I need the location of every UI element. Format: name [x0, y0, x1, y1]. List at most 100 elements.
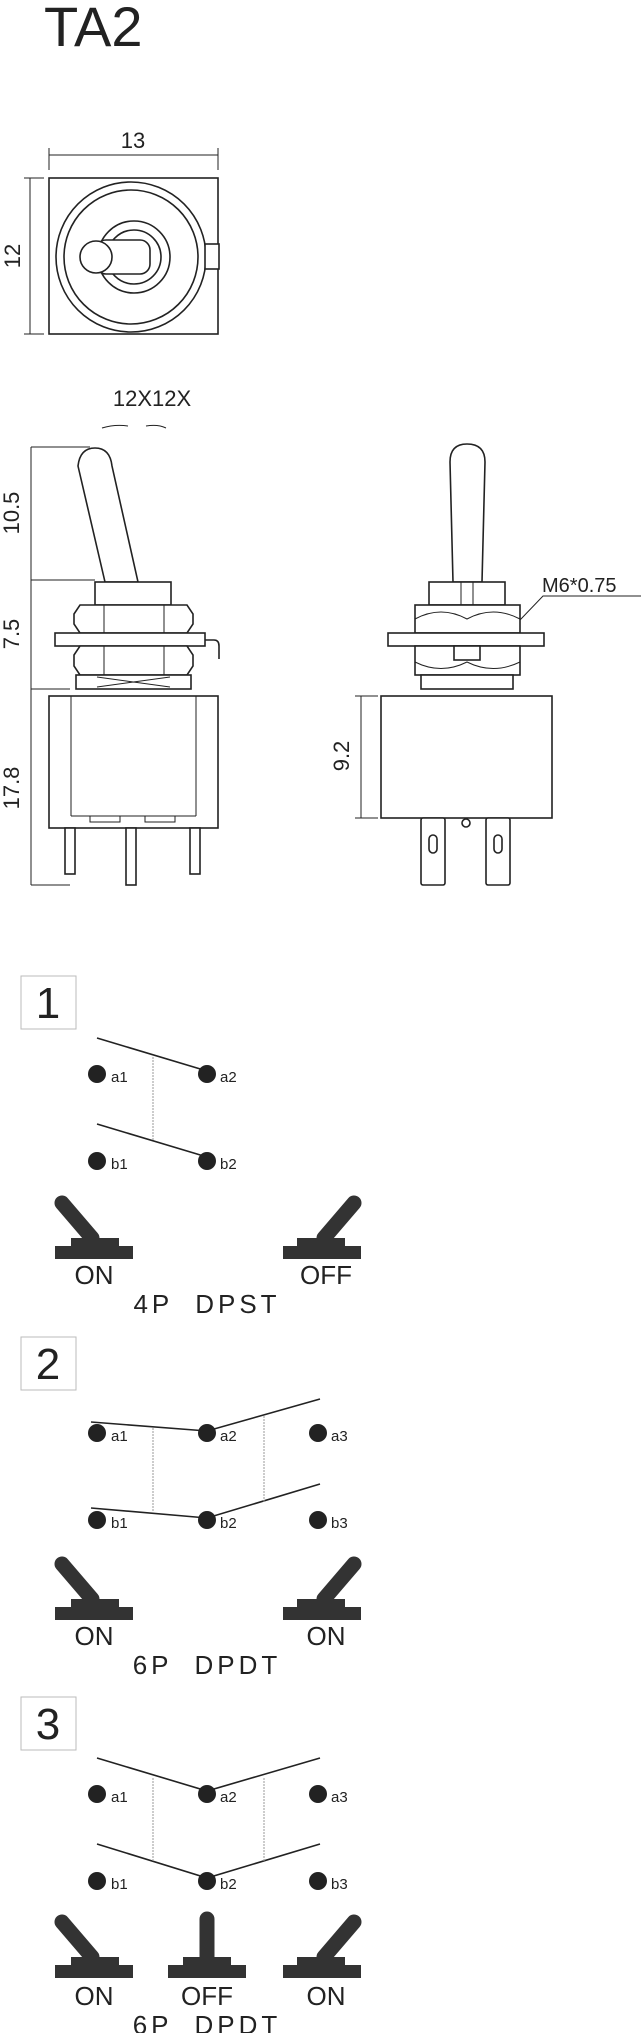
section-number: 1 [36, 979, 60, 1028]
section-2-dpdt: 2 a1 a2 a3 b1 b2 b3 ON ON 6P DPDT [20, 1336, 362, 1680]
thread-label: M6*0.75 [542, 575, 617, 597]
terminal-dot [198, 1424, 216, 1442]
bushing-height-label: 7.5 [0, 619, 24, 650]
section-number-box [20, 975, 77, 1030]
section-number-box [20, 1336, 77, 1391]
terminal-dot [198, 1785, 216, 1803]
pin [125, 827, 137, 886]
terminal-dot [198, 1152, 216, 1170]
contact-line-a [96, 1037, 208, 1072]
terminal-label: b1 [111, 1515, 128, 1532]
terminal-label: a2 [220, 1069, 237, 1086]
terminal-label: b2 [220, 1876, 237, 1893]
bushing [94, 581, 172, 606]
nut-face [414, 611, 521, 620]
terminal-dot [309, 1872, 327, 1890]
terminal [485, 817, 511, 886]
thread-leader-line [519, 595, 641, 621]
position-label: ON [307, 1981, 346, 2011]
lever-height-label: 10.5 [0, 492, 24, 535]
terminal-hole [493, 834, 503, 854]
terminal-label: a2 [220, 1428, 237, 1445]
section-3-dpdt-center-off: 3 a1 a2 a3 b1 b2 b3 ON OFF ON 6P DPDT [20, 1696, 362, 2033]
terminal-dot [88, 1424, 106, 1442]
tab [204, 243, 220, 270]
lever [77, 447, 139, 583]
inner-ring [63, 189, 199, 325]
nub [461, 818, 471, 828]
terminal-dot [198, 1872, 216, 1890]
position-label: ON [75, 1260, 114, 1290]
toggle-off-right-icon [283, 1195, 362, 1259]
terminal-dot [198, 1065, 216, 1083]
pin [189, 827, 201, 875]
terminal-label: b3 [331, 1515, 348, 1532]
section-number-box [20, 1696, 77, 1751]
terminal-dot [88, 1872, 106, 1890]
toggle-on-left-icon [54, 1195, 133, 1259]
toggle-on-right-icon [283, 1556, 362, 1620]
terminal-hole [428, 834, 438, 854]
contact-line-b [96, 1123, 208, 1158]
washer [387, 632, 545, 647]
terminal-dot [309, 1424, 327, 1442]
terminal-dot [88, 1785, 106, 1803]
position-label: ON [75, 1621, 114, 1651]
position-label: ON [75, 1981, 114, 2011]
terminal-label: b3 [331, 1876, 348, 1893]
body [48, 695, 219, 829]
terminal-dot [88, 1511, 106, 1529]
nut-bottom [73, 645, 194, 676]
toggle-off-center-icon [168, 1911, 246, 1978]
width-label: 13 [121, 128, 145, 153]
angle-label: 12X12X [113, 386, 192, 411]
angle-arc [101, 424, 167, 429]
terminal-label: a2 [220, 1789, 237, 1806]
bushing [428, 581, 506, 606]
nut-face [414, 661, 521, 669]
switch-type: 4P DPST [133, 1289, 280, 1319]
terminal-dot [309, 1785, 327, 1803]
side-view: 12X12X 10.5 7.5 17.8 [0, 386, 220, 886]
toggle-on-left-icon [54, 1914, 133, 1978]
terminal-label: a1 [111, 1428, 128, 1445]
pin [64, 827, 76, 875]
terminal-label: b1 [111, 1876, 128, 1893]
body-height-label: 9.2 [329, 741, 354, 772]
terminal-dot [88, 1152, 106, 1170]
position-label: ON [307, 1621, 346, 1651]
body [380, 695, 553, 819]
toggle-on-left-icon [54, 1556, 133, 1620]
terminal-label: b1 [111, 1156, 128, 1173]
position-label: OFF [181, 1981, 233, 2011]
section-1-dpst: 1 a1 a2 b1 b2 ON OFF 4P DPST [20, 975, 362, 1319]
ring [420, 674, 514, 690]
terminal-label: a1 [111, 1069, 128, 1086]
terminal-dot [198, 1511, 216, 1529]
terminal-dot [88, 1065, 106, 1083]
switch-type: 6P DPDT [133, 1650, 282, 1680]
washer [54, 632, 206, 647]
terminal-dot [309, 1511, 327, 1529]
terminal-label: a3 [331, 1428, 348, 1445]
terminal-label: a3 [331, 1789, 348, 1806]
switch-type: 6P DPDT [133, 2010, 282, 2033]
terminal [420, 817, 446, 886]
section-number: 2 [36, 1340, 60, 1389]
lever [449, 443, 486, 583]
section-number: 3 [36, 1700, 60, 1749]
lever-knob [79, 240, 113, 274]
height-label: 12 [0, 244, 25, 268]
body-height-label: 17.8 [0, 767, 24, 810]
washer-key [453, 645, 481, 661]
toggle-on-right-icon [283, 1914, 362, 1978]
terminal-label: a1 [111, 1789, 128, 1806]
front-view: 9.2 M6*0.75 [329, 443, 641, 886]
washer-hook [205, 639, 220, 659]
body-base [71, 815, 196, 823]
position-label: OFF [300, 1260, 352, 1290]
terminal-label: b2 [220, 1515, 237, 1532]
top-view: 13 12 [0, 128, 220, 335]
nut-top [73, 604, 194, 634]
